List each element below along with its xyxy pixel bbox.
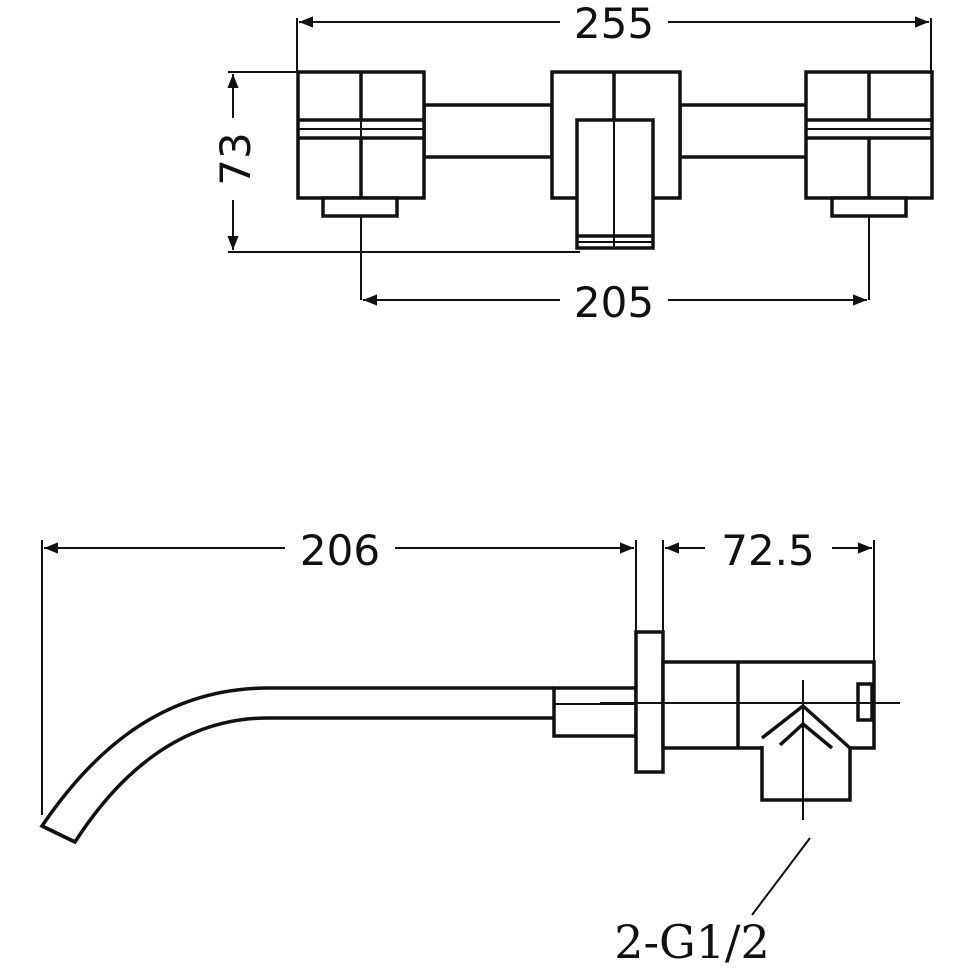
inlet-connection [760,680,852,820]
dim-72-5-label: 72.5 [721,526,815,575]
dimension-overall-width: 255 [296,0,932,72]
left-handle [296,70,426,300]
connector-bar-left [422,103,554,159]
connection-label: 2-G1/2 [614,915,770,969]
dimension-height: 73 [211,71,580,253]
dim-73-label: 73 [211,132,260,185]
spout-collar [552,686,638,738]
center-spout-top [550,70,682,250]
dimension-body-depth: 72.5 [662,526,875,662]
dimension-handle-centers: 205 [363,278,867,327]
side-view: 206 72.5 [39,526,900,969]
dimension-spout-projection: 206 [41,526,637,815]
dim-206-label: 206 [300,526,380,575]
connector-bar-right [678,103,810,159]
spout-curve [39,686,554,845]
top-view: 255 73 [211,0,934,327]
right-handle [804,70,934,300]
dim-205-label: 205 [574,278,654,327]
leader-line [751,837,811,916]
dim-255-label: 255 [574,0,654,48]
